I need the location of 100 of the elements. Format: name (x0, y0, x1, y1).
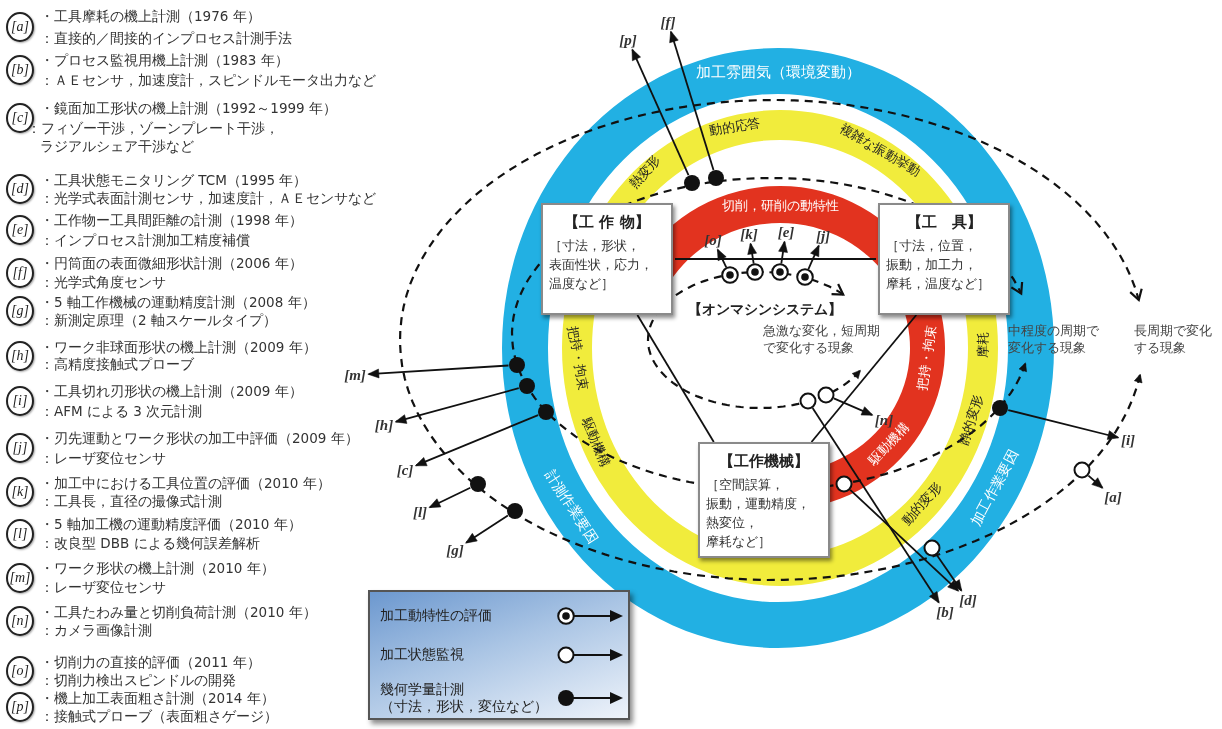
reference-tag: [p] (618, 32, 638, 48)
reference-tag: [f] (659, 14, 677, 30)
description-text: ・工具状態モニタリング TCM（1995 年） (40, 171, 308, 189)
monitoring-circle (923, 539, 941, 557)
arrow (747, 242, 757, 265)
arrow (849, 488, 959, 592)
arrow (428, 486, 472, 509)
band-label: 切削，研削の動特性 (721, 197, 839, 215)
description-text: ：カメラ画像計測 (40, 621, 152, 639)
box-body: ［空間誤算，振動，運動精度，熱変位，摩耗など］ (706, 476, 811, 551)
description-text: ・工具たわみ量と切削負荷計測（2010 年） (40, 603, 317, 621)
box-title: 【工 具】 (905, 212, 983, 232)
reference-tag: [e] (776, 224, 796, 240)
description-text: ・工具摩耗の機上計測（1976 年） (40, 7, 261, 25)
box-body: ［寸法，位置，振動，加工力，摩耗，温度など］ (886, 237, 991, 293)
bullseye-marker (721, 266, 739, 284)
description-text: ：AFM による 3 次元計測 (40, 402, 203, 420)
description-text: ：高精度接触式プローブ (40, 355, 194, 373)
description-text: ・工作物ー工具間距離の計測（1998 年） (40, 211, 303, 229)
circled-letter: [j] (6, 433, 34, 463)
circled-letter: [k] (6, 477, 34, 507)
note-text: 急激な変化，短周期で変化する現象 (763, 322, 881, 356)
band-label: 動的応答 (707, 113, 763, 141)
measurement-dot (506, 502, 524, 520)
description-text: ・刃先運動とワーク形状の加工中評価（2009 年） (40, 429, 359, 447)
description-text: ：接触式プローブ（表面粗さゲージ） (40, 707, 278, 725)
arrow (811, 407, 940, 604)
circled-letter: [e] (6, 215, 34, 245)
description-text: ・5 軸加工機の運動精度評価（2010 年） (40, 515, 302, 533)
bullseye-marker (746, 263, 764, 281)
description-text: ・5 軸工作機械の運動精度計測（2008 年） (40, 293, 316, 311)
description-text: ・切削力の直接的評価（2011 年） (40, 653, 261, 671)
circled-letter: [n] (6, 606, 34, 636)
arrow (465, 514, 509, 544)
circled-letter: [i] (6, 386, 34, 416)
measurement-dot (707, 169, 725, 187)
arrow (716, 248, 728, 269)
reference-tag: [d] (958, 592, 978, 608)
band-label: 加工雰囲気（環境変動） (695, 62, 861, 82)
circled-letter: [o] (6, 656, 34, 686)
note-text: 長周期で変化する現象 (1134, 322, 1213, 356)
band-label: 静的変形 (954, 392, 987, 448)
band-label: 熱変形 (625, 151, 665, 193)
reference-tag: [h] (373, 417, 395, 433)
arrow (669, 30, 715, 171)
description-text: ・ワーク形状の機上計測（2010 年） (40, 559, 275, 577)
arrow (1087, 474, 1104, 489)
measurement-dot (518, 377, 536, 395)
description-text: ：新測定原理（2 軸スケールタイプ） (40, 311, 277, 329)
description-text: ：直接的／間接的インプロセス計測手法 (40, 29, 292, 47)
box-title: 【工 作 物】 (563, 212, 651, 232)
measurement-dot (469, 475, 487, 493)
description-text: ：光学式表面計測センサ，加速度計，ＡＥセンサなど (40, 189, 376, 207)
bullseye-marker (796, 268, 814, 286)
legend-text: 加工状態監視 (380, 646, 465, 663)
description-text: ・加工中における工具位置の評価（2010 年） (40, 474, 331, 492)
circled-letter: [b] (6, 55, 34, 85)
description-text: ：レーザ変位センサ (40, 578, 166, 596)
monitoring-circle (835, 475, 853, 493)
reference-tag: [c] (395, 462, 415, 478)
arrow (807, 244, 820, 271)
reference-tag: [j] (814, 228, 832, 244)
band-label: 複雑な振動挙動 (836, 119, 924, 181)
arrow (1007, 409, 1120, 440)
description-text: ・プロセス監視用機上計測（1983 年） (40, 51, 289, 69)
reference-tag: [a] (1103, 489, 1123, 505)
box-body: ［寸法，形状，表面性状，応力，温度など］ (549, 237, 654, 293)
circled-letter: [d] (6, 174, 34, 204)
description-text: ・機上加工表面粗さ計測（2014 年） (40, 689, 275, 707)
band-label: 加工作業要因 (967, 446, 1022, 530)
circled-letter: [a] (6, 12, 34, 42)
info-box (878, 203, 1010, 315)
arrow (832, 397, 874, 416)
note-text: 中程度の周期で変化する現象 (1008, 322, 1100, 356)
description-text: ：レーザ変位センサ (40, 449, 166, 467)
measurement-dot (991, 399, 1009, 417)
system-label: 【オンマシンシステム】 (688, 301, 842, 319)
reference-tag: [i] (1119, 432, 1137, 448)
monitoring-circle (799, 392, 817, 410)
description-text: ：光学式角度センサ (40, 273, 166, 291)
reference-tag: [g] (445, 542, 465, 558)
arrow (415, 414, 539, 467)
reference-tag: [l] (411, 504, 429, 520)
reference-tag: [k] (739, 226, 759, 242)
reference-tag: [b] (935, 604, 955, 620)
measurement-dot (683, 174, 701, 192)
circled-letter: [f] (6, 257, 34, 288)
band-label: 動的変形 (897, 478, 946, 530)
measurement-dot (537, 403, 555, 421)
description-text: ・鏡面加工形状の機上計測（1992～1999 年） (40, 99, 337, 117)
measurement-dot (508, 356, 526, 374)
arrow (935, 554, 963, 592)
band-label: 摩耗 (973, 331, 992, 359)
bullseye-marker (771, 263, 789, 281)
description-text: ：インプロセス計測加工精度補償 (40, 231, 250, 249)
description-text: ：ＡＥセンサ，加速度計，スピンドルモータ出力など (40, 71, 376, 89)
circled-letter: [l] (6, 518, 34, 549)
arrow (778, 240, 788, 265)
circled-letter: [p] (6, 692, 34, 722)
description-text: ・工具切れ刃形状の機上計測（2009 年） (40, 382, 303, 400)
